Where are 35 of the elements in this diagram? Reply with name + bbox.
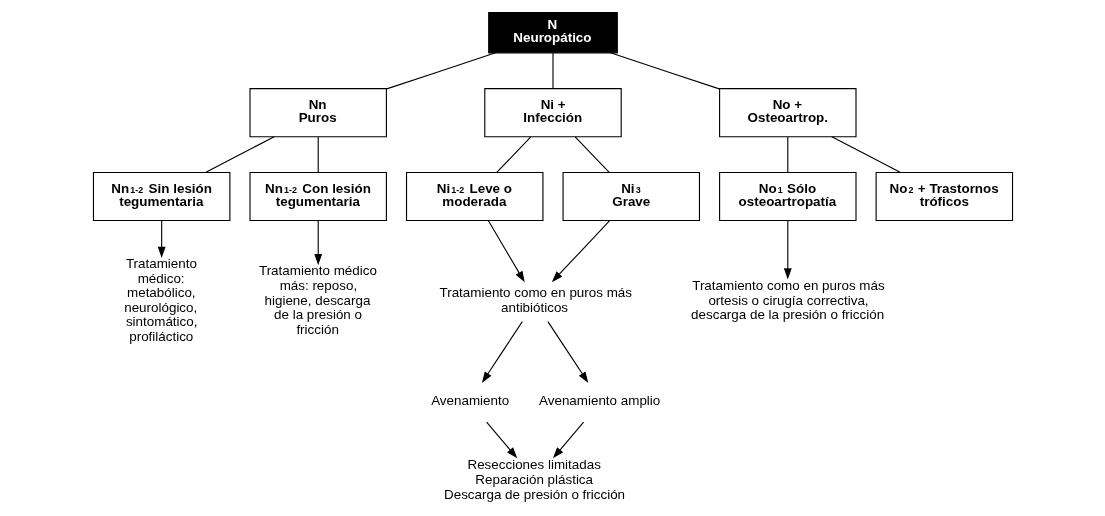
node-box: N Neuropático [487, 12, 618, 54]
arrow [552, 421, 584, 459]
connector [609, 52, 720, 90]
connector [204, 136, 275, 173]
node-box: Nn1-2 Sin lesión tegumentaria [92, 171, 230, 222]
arrow [313, 220, 322, 266]
node-box: No2 + Trastornos tróficos [875, 171, 1013, 222]
arrow [487, 220, 525, 283]
node-text: Tratamiento como en puros más antibióticos [439, 285, 632, 315]
node-text: Resecciones limitadas Reparación plástica Descarga de presión o fricción [443, 457, 625, 502]
arrow [783, 220, 792, 280]
node-text: Tratamiento médico: metabólico, neurológico, sintomático, profiláctico [123, 256, 197, 344]
node-box: No1 Sólo osteoartropatía [718, 171, 857, 222]
node-box: Ni3 Grave [562, 171, 700, 222]
arrow [157, 220, 166, 258]
connector [830, 136, 901, 173]
node-text: Avenamiento amplio [538, 393, 660, 409]
node-text: Tratamiento médico más: reposo, higiene, descarga de la presión o fricción [258, 263, 377, 337]
node-box: Nn Puros [248, 88, 387, 138]
arrow [551, 220, 610, 283]
node-box: Ni + Infección [483, 88, 622, 138]
arrow [485, 421, 517, 459]
arrow [546, 321, 588, 383]
connector [551, 52, 554, 89]
node-box: No + Osteoartrop. [718, 88, 857, 138]
arrow [481, 321, 523, 383]
connector [574, 136, 610, 173]
node-text: Tratamiento como en puros más ortesis o cirugía correctiva, descarga de la presión o fricción [690, 277, 885, 323]
node-box: Nn1-2 Con lesión tegumentaria [248, 171, 387, 222]
connector [786, 136, 788, 173]
connector [317, 136, 319, 173]
node-box: Ni1-2 Leve o moderada [405, 171, 543, 222]
connector [385, 52, 496, 90]
node-text: Avenamiento [430, 393, 509, 409]
connector [495, 136, 531, 173]
